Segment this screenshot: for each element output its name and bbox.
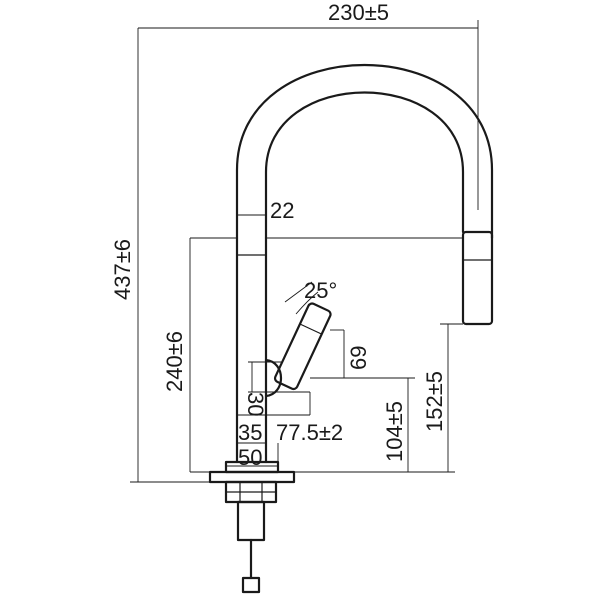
label-total-height: 437±6 <box>110 239 135 300</box>
faucet-outline <box>208 63 494 594</box>
dimension-lines <box>130 20 479 483</box>
label-outlet-height: 104±5 <box>382 401 407 462</box>
label-total-width: 230±5 <box>328 0 389 25</box>
body <box>235 236 268 464</box>
label-base-diameter: 50 <box>238 445 262 470</box>
label-spout-diameter: 22 <box>270 198 294 223</box>
label-body-diameter: 35 <box>238 420 262 445</box>
label-handle-length: 69 <box>346 346 371 370</box>
label-body-height: 240±6 <box>162 331 187 392</box>
spout-inner <box>264 91 465 240</box>
label-aerator-height: 152±5 <box>422 371 447 432</box>
handle-hub <box>264 358 282 398</box>
spout-outer <box>235 63 494 240</box>
hose-fitting <box>241 576 261 594</box>
spray-head <box>461 230 494 326</box>
base-flange <box>208 470 296 484</box>
label-handle-angle: 25° <box>304 278 337 303</box>
label-handle-width: 30 <box>243 392 268 416</box>
label-base-offset: 77.5±2 <box>276 420 343 445</box>
lever-handle <box>273 302 332 391</box>
dimension-labels: 230±5 22 437±6 240±6 25° 69 30 152±5 104… <box>110 0 447 470</box>
shank <box>236 500 266 542</box>
